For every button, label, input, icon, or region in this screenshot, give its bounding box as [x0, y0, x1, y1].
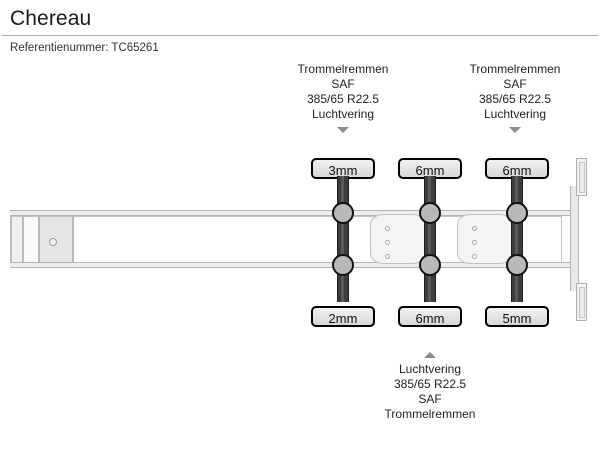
note-line: 385/65 R22.5 [306, 92, 380, 106]
note-line: Trommelremmen [384, 407, 476, 421]
wheel-hub-top-2 [419, 202, 441, 224]
note-line: SAF [331, 77, 355, 91]
page-title: Chereau [10, 7, 92, 30]
bottom-note-axle-2: Luchtvering 385/65 R22.5 SAF Trommelremm… [370, 362, 490, 422]
axle-3 [511, 176, 523, 302]
note-line: Trommelremmen [469, 62, 561, 76]
suspension-hanger-2 [457, 214, 513, 264]
tread-badge-top-2[interactable]: 6mm [398, 158, 462, 179]
page-header: Chereau Referentienummer: TC65261 [0, 0, 600, 55]
hanger-dot [385, 226, 390, 231]
header-divider [2, 35, 598, 36]
note-line: SAF [418, 392, 442, 406]
tread-badge-bottom-3[interactable]: 5mm [485, 306, 549, 327]
rear-lamp-bottom [576, 283, 587, 321]
rear-lamp-top-inner [579, 162, 585, 193]
reference-number: Referentienummer: TC65261 [10, 42, 159, 54]
triangle-down-icon [337, 127, 349, 133]
note-line: SAF [503, 77, 527, 91]
triangle-down-icon [509, 127, 521, 133]
note-line: Luchtvering [311, 107, 375, 121]
tread-badge-bottom-1[interactable]: 2mm [311, 306, 375, 327]
top-note-axle-3: Trommelremmen SAF 385/65 R22.5 Luchtveri… [455, 62, 575, 122]
front-divider [73, 217, 74, 262]
note-line: Luchtvering [398, 362, 462, 376]
note-line: Trommelremmen [297, 62, 389, 76]
hanger-dot [472, 226, 477, 231]
hanger-dot-group [385, 226, 390, 268]
suspension-hanger-1 [370, 214, 426, 264]
rear-post [570, 186, 579, 291]
note-line: 385/65 R22.5 [478, 92, 552, 106]
triangle-up-icon [424, 352, 436, 358]
wheel-hub-bottom-2 [419, 254, 441, 276]
note-line: 385/65 R22.5 [393, 377, 467, 391]
wheel-hub-bottom-1 [332, 254, 354, 276]
note-line: Luchtvering [483, 107, 547, 121]
hanger-dot-group [472, 226, 477, 268]
wheel-hub-top-1 [332, 202, 354, 224]
hanger-dot [472, 240, 477, 245]
axle-2 [424, 176, 436, 302]
top-note-axle-1: Trommelremmen SAF 385/65 R22.5 Luchtveri… [283, 62, 403, 122]
kingpin-icon [49, 238, 57, 246]
chassis-rail-top [10, 210, 570, 216]
rear-lamp-top [576, 158, 587, 196]
hanger-dot [472, 254, 477, 259]
front-band-left [11, 217, 23, 262]
chassis-rail-bottom [10, 262, 570, 268]
rear-lamp-bottom-inner [579, 287, 585, 318]
wheel-hub-bottom-3 [506, 254, 528, 276]
front-band-mid [23, 217, 39, 262]
wheel-hub-top-3 [506, 202, 528, 224]
tread-badge-bottom-2[interactable]: 6mm [398, 306, 462, 327]
hanger-dot [385, 240, 390, 245]
hanger-dot [385, 254, 390, 259]
axle-1 [337, 176, 349, 302]
